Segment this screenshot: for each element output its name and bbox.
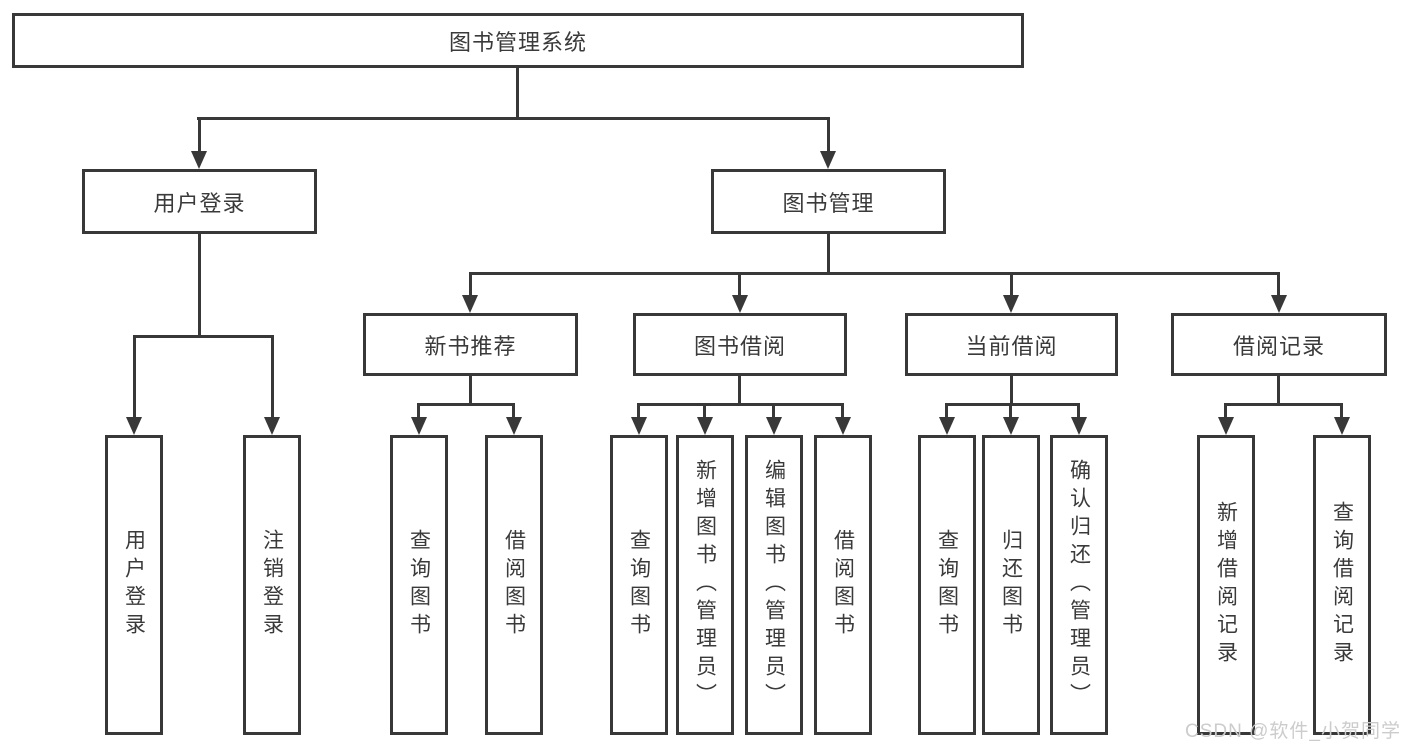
connector-line [198, 117, 201, 153]
arrow-down-icon [1003, 417, 1019, 435]
arrow-down-icon [506, 417, 522, 435]
node-label: 新增图书（管理员） [693, 459, 717, 711]
node-label: 编辑图书（管理员） [762, 459, 786, 711]
node-query-books-2: 查询图书 [610, 435, 668, 735]
connector-line [637, 403, 640, 419]
node-new-book-recommendation: 新书推荐 [363, 313, 578, 376]
node-book-management: 图书管理 [711, 169, 946, 234]
node-query-books-3: 查询图书 [918, 435, 976, 735]
arrow-down-icon [1271, 295, 1287, 313]
connector-line [1277, 374, 1280, 405]
arrow-down-icon [462, 295, 478, 313]
node-borrowing-records: 借阅记录 [1171, 313, 1387, 376]
node-label: 查询图书 [627, 529, 651, 641]
node-return-books: 归还图书 [982, 435, 1040, 735]
connector-line [1077, 403, 1080, 419]
connector-line [945, 403, 948, 419]
node-label: 借阅图书 [831, 529, 855, 641]
connector-line [738, 374, 741, 405]
arrow-down-icon [1071, 417, 1087, 435]
node-library-management-system: 图书管理系统 [12, 13, 1024, 68]
connector-line [516, 67, 519, 120]
connector-line [827, 117, 830, 153]
connector-line [197, 117, 830, 120]
node-label: 归还图书 [999, 529, 1023, 641]
connector-line [1224, 403, 1227, 419]
arrow-down-icon [766, 417, 782, 435]
connector-line [703, 403, 706, 419]
connector-line [469, 272, 1280, 275]
connector-line [469, 374, 472, 405]
connector-line [1277, 272, 1280, 297]
connector-line [1224, 403, 1343, 406]
watermark: CSDN @软件_小贺同学 [1185, 721, 1401, 742]
connector-line [1010, 374, 1013, 405]
arrow-down-icon [835, 417, 851, 435]
connector-line [198, 232, 201, 337]
connector-line [637, 403, 844, 406]
node-label: 注销登录 [260, 529, 284, 641]
node-label: 借阅图书 [502, 529, 526, 641]
node-label: 新增借阅记录 [1214, 501, 1238, 669]
node-query-books-1: 查询图书 [390, 435, 448, 735]
connector-line [133, 335, 274, 338]
arrow-down-icon [732, 295, 748, 313]
connector-line [133, 335, 136, 419]
node-label: 查询图书 [935, 529, 959, 641]
arrow-down-icon [191, 151, 207, 169]
connector-line [738, 272, 741, 297]
connector-line [417, 403, 420, 419]
arrow-down-icon [1003, 295, 1019, 313]
node-borrow-books-1: 借阅图书 [485, 435, 543, 735]
node-add-books-admin: 新增图书（管理员） [676, 435, 734, 735]
node-label: 查询图书 [407, 529, 431, 641]
arrow-down-icon [939, 417, 955, 435]
arrow-down-icon [126, 417, 142, 435]
arrow-down-icon [264, 417, 280, 435]
node-label: 查询借阅记录 [1330, 501, 1354, 669]
node-add-borrow-record: 新增借阅记录 [1197, 435, 1255, 735]
connector-line [945, 403, 1080, 406]
arrow-down-icon [697, 417, 713, 435]
node-user-login-leaf: 用户登录 [105, 435, 163, 735]
arrow-down-icon [1334, 417, 1350, 435]
connector-line [417, 403, 515, 406]
node-borrow-books-2: 借阅图书 [814, 435, 872, 735]
connector-line [271, 335, 274, 419]
arrow-down-icon [1218, 417, 1234, 435]
node-label: 确认归还（管理员） [1067, 459, 1091, 711]
connector-line [512, 403, 515, 419]
node-user-login: 用户登录 [82, 169, 317, 234]
connector-line [469, 272, 472, 297]
node-book-borrowing: 图书借阅 [633, 313, 847, 376]
node-edit-books-admin: 编辑图书（管理员） [745, 435, 803, 735]
node-current-borrowing: 当前借阅 [905, 313, 1118, 376]
arrow-down-icon [411, 417, 427, 435]
connector-line [841, 403, 844, 419]
node-query-borrow-record: 查询借阅记录 [1313, 435, 1371, 735]
connector-line [827, 232, 830, 274]
connector-line [1009, 403, 1012, 419]
connector-line [1010, 272, 1013, 297]
connector-line [1340, 403, 1343, 419]
node-confirm-return-admin: 确认归还（管理员） [1050, 435, 1108, 735]
connector-line [772, 403, 775, 419]
arrow-down-icon [631, 417, 647, 435]
arrow-down-icon [820, 151, 836, 169]
node-label: 用户登录 [122, 529, 146, 641]
node-logout: 注销登录 [243, 435, 301, 735]
